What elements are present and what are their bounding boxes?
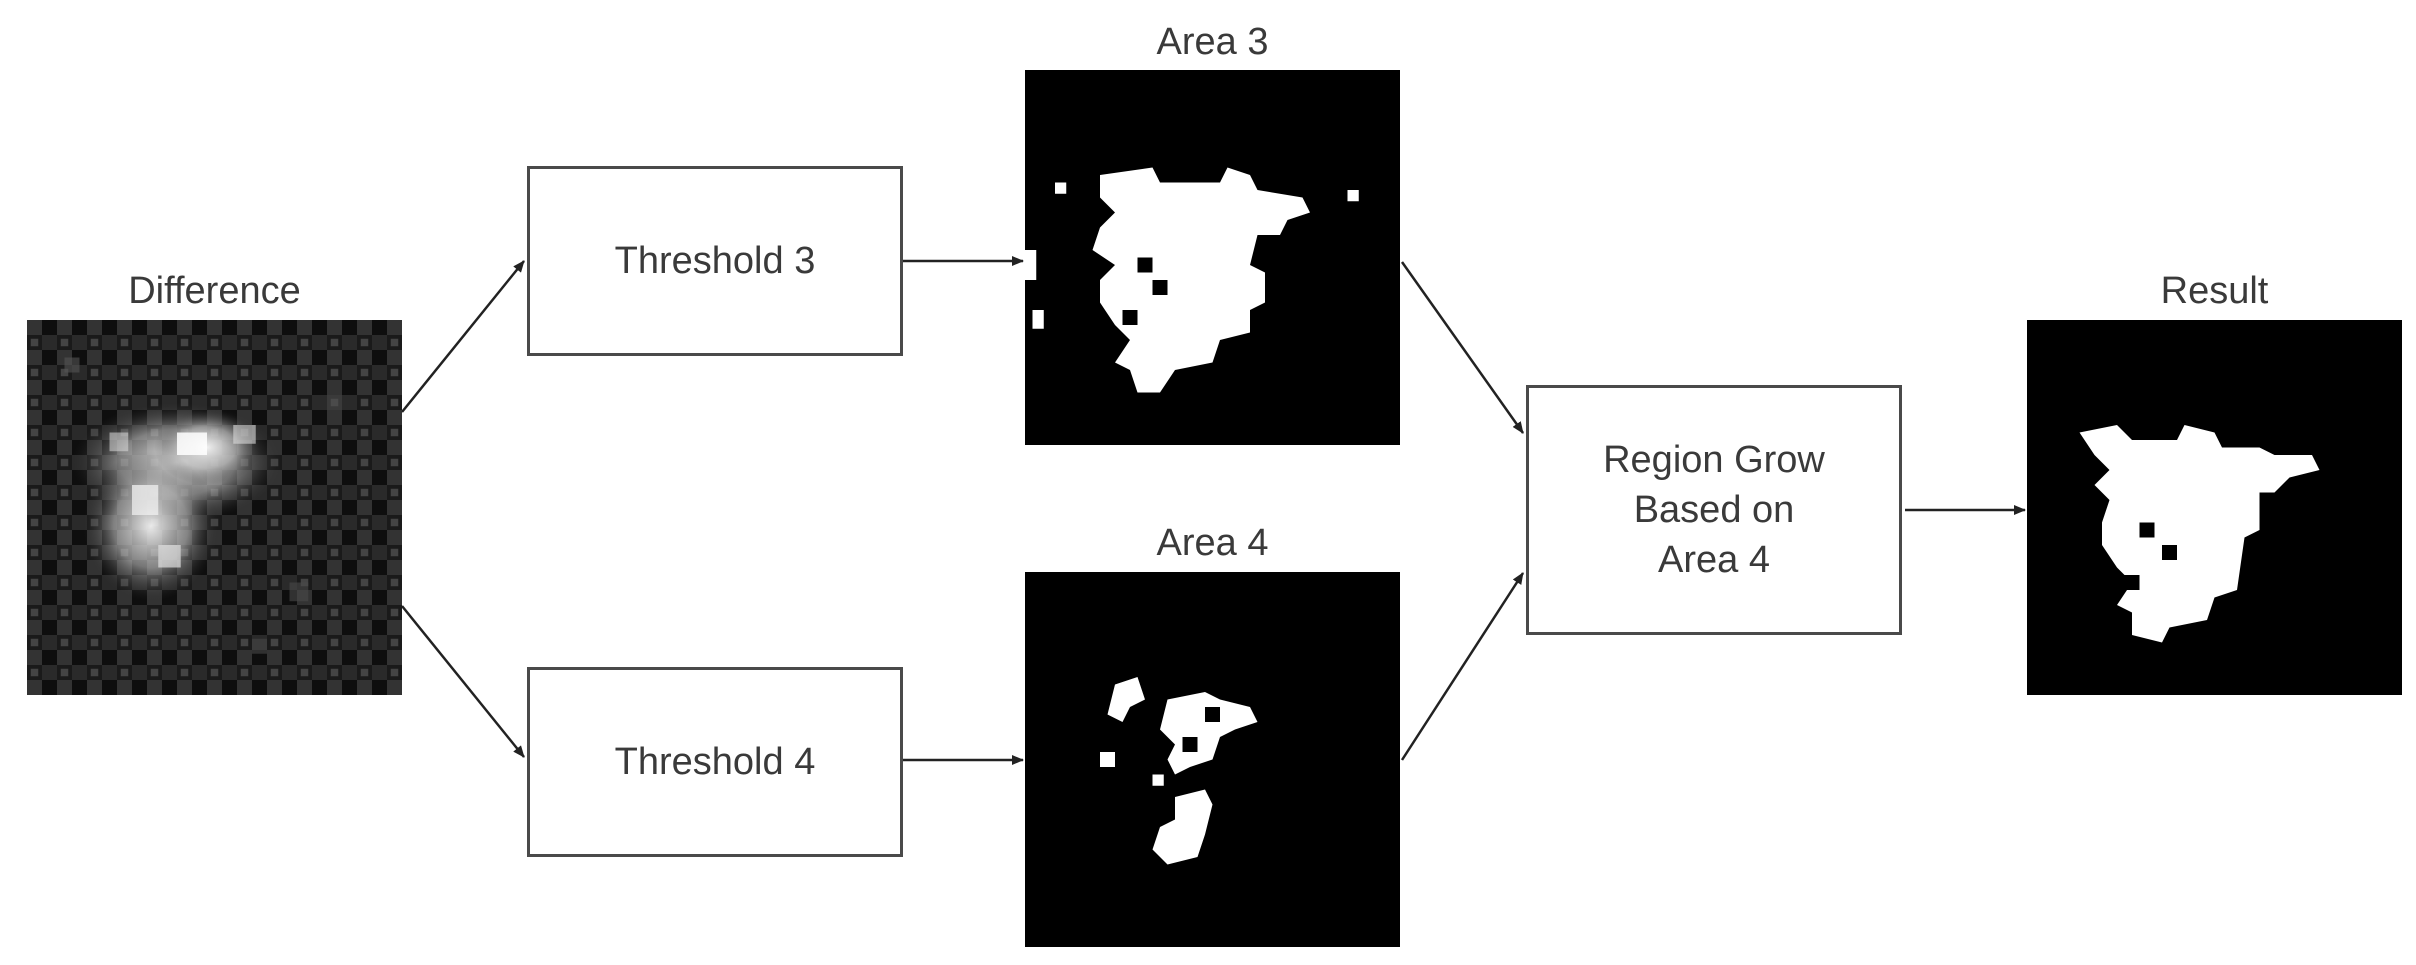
- area3-label: Area 3: [1156, 21, 1269, 63]
- result-image: [2027, 320, 2402, 695]
- region-grow-label: Region Grow Based on Area 4: [1603, 438, 1825, 582]
- threshold4-box: Threshold 4: [527, 667, 903, 857]
- arrow-area3-to-region-grow: [1400, 261, 1525, 434]
- area4-image: [1025, 572, 1400, 947]
- area4-label: Area 4: [1156, 522, 1269, 564]
- threshold3-box: Threshold 3: [527, 166, 903, 356]
- arrow-difference-to-threshold4: [401, 605, 525, 758]
- threshold3-label: Threshold 3: [614, 239, 816, 282]
- result-label: Result: [2160, 270, 2269, 312]
- threshold4-label: Threshold 4: [614, 740, 816, 783]
- arrow-difference-to-threshold3: [401, 260, 525, 413]
- area3-image: [1025, 70, 1400, 445]
- difference-image: [27, 320, 402, 695]
- difference-label: Difference: [128, 270, 301, 312]
- region-grow-box: Region Grow Based on Area 4: [1526, 385, 1902, 635]
- arrow-area4-to-region-grow: [1400, 572, 1525, 761]
